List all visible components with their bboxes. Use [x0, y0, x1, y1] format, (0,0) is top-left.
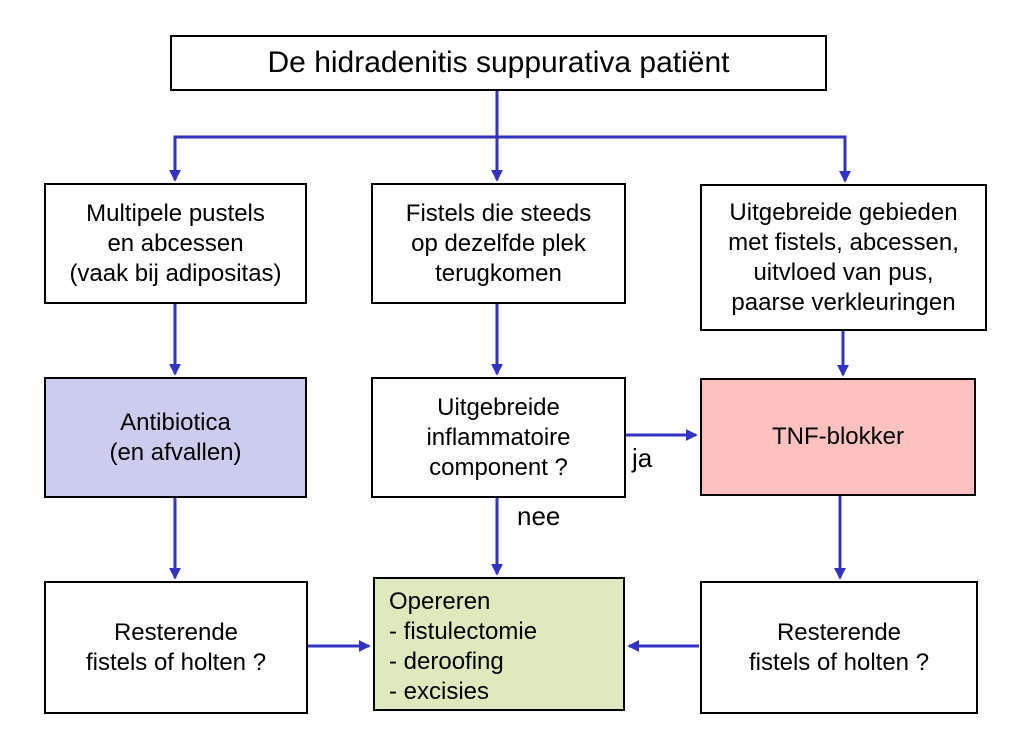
box-line: - deroofing: [389, 648, 504, 675]
box-line: Resterende: [776, 618, 902, 646]
box-antibiotica: Antibiotica (en afvallen): [44, 377, 307, 498]
box-inflammatoire-component: Uitgebreide inflammatoire component ?: [371, 377, 626, 498]
box-uitgebreide-gebieden: Uitgebreide gebieden met fistels, abcess…: [700, 184, 987, 331]
box-multipele-pustels: Multipele pustels en abcessen (vaak bij …: [44, 183, 307, 304]
box-opereren: Opereren - fistulectomie - deroofing - e…: [373, 577, 625, 711]
box-line: (vaak bij adipositas): [69, 259, 282, 287]
title-box-patient: De hidradenitis suppurativa patiënt: [170, 35, 827, 91]
edge-label-nee: nee: [517, 501, 561, 531]
box-line: fistels of holten ?: [748, 648, 930, 676]
box-line: Antibiotica: [120, 408, 231, 436]
box-line: TNF-blokker: [771, 423, 904, 450]
box-line: fistels of holten ?: [85, 648, 267, 676]
box-fistels-steeds: Fistels die steeds op dezelfde plek teru…: [371, 183, 626, 304]
box-line: uitvloed van pus,: [753, 258, 934, 286]
box-line: Uitgebreide: [437, 393, 560, 421]
box-line: (en afvallen): [109, 438, 242, 466]
box-line: Opereren: [389, 588, 491, 615]
box-line: met fistels, abcessen,: [728, 228, 959, 256]
box-line: op dezelfde plek: [411, 229, 586, 257]
box-line: en abcessen: [107, 229, 244, 257]
title-text: De hidradenitis suppurativa patiënt: [267, 46, 730, 79]
box-line: inflammatoire: [426, 423, 571, 451]
box-line: Uitgebreide gebieden: [729, 198, 958, 226]
box-line: paarse verkleuringen: [731, 288, 956, 316]
edge-label-ja: ja: [632, 443, 653, 473]
box-line: Multipele pustels: [86, 199, 265, 227]
box-resterende-links: Resterende fistels of holten ?: [44, 581, 308, 714]
box-line: - excisies: [389, 678, 490, 705]
box-line: Resterende: [113, 618, 239, 646]
box-line: component ?: [429, 453, 568, 481]
box-resterende-rechts: Resterende fistels of holten ?: [700, 581, 978, 714]
box-line: terugkomen: [435, 259, 562, 287]
box-tnf-blokker: TNF-blokker: [700, 378, 976, 496]
box-line: Fistels die steeds: [405, 199, 592, 227]
box-line: - fistulectomie: [389, 618, 538, 645]
